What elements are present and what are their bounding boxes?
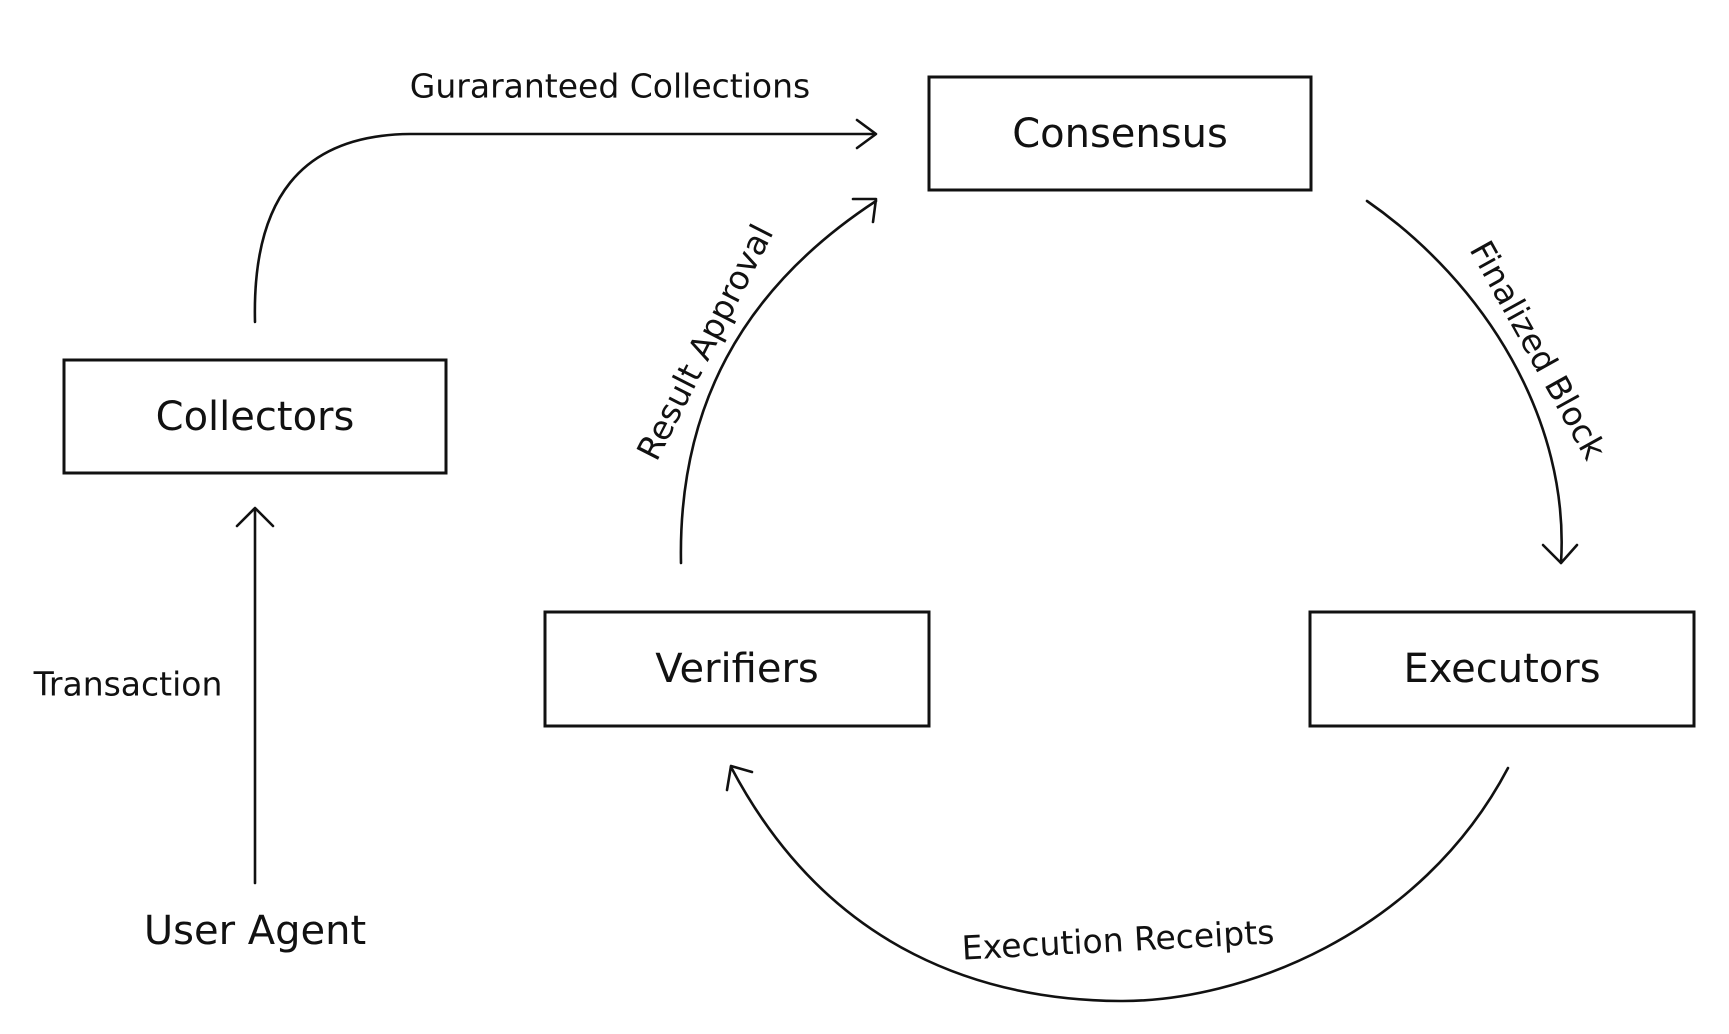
executors-node: Executors <box>1308 610 1696 728</box>
finalized-block-arrow-head <box>1541 543 1579 565</box>
execution-receipts-arrow-head <box>725 764 754 792</box>
execution-receipts-arrow-line <box>729 765 1510 1003</box>
finalized-block-arrow-line <box>1365 199 1563 565</box>
collectors-node: Collectors <box>62 358 448 475</box>
verifiers-label: Verifiers <box>655 646 819 692</box>
verifiers-node: Verifiers <box>543 610 931 728</box>
executors-label: Executors <box>1403 646 1600 692</box>
finalized-block-label: Finalized Block <box>1462 234 1615 467</box>
result-approval-arrow-head <box>851 197 878 224</box>
collectors-label: Collectors <box>156 394 355 440</box>
transaction-edge <box>235 506 275 885</box>
result-approval-label: Result Approval <box>629 218 781 466</box>
finalized-block-edge <box>1365 199 1579 565</box>
user-agent-label: User Agent <box>144 908 366 954</box>
consensus-node: Consensus <box>927 75 1313 192</box>
consensus-label: Consensus <box>1012 111 1228 157</box>
transaction-label: Transaction <box>33 665 223 704</box>
result-approval-edge <box>679 197 878 565</box>
guaranteed-collections-arrow-head <box>855 118 878 150</box>
transaction-arrow-head <box>235 506 275 528</box>
execution-receipts-label: Execution Receipts <box>961 912 1275 967</box>
guaranteed-collections-edge <box>253 118 878 324</box>
execution-receipts-edge <box>725 764 1510 1003</box>
guaranteed-collections-arrow-line <box>253 132 877 324</box>
guaranteed-collections-label: Guraranteed Collections <box>410 67 810 106</box>
result-approval-arrow-line <box>679 199 878 565</box>
